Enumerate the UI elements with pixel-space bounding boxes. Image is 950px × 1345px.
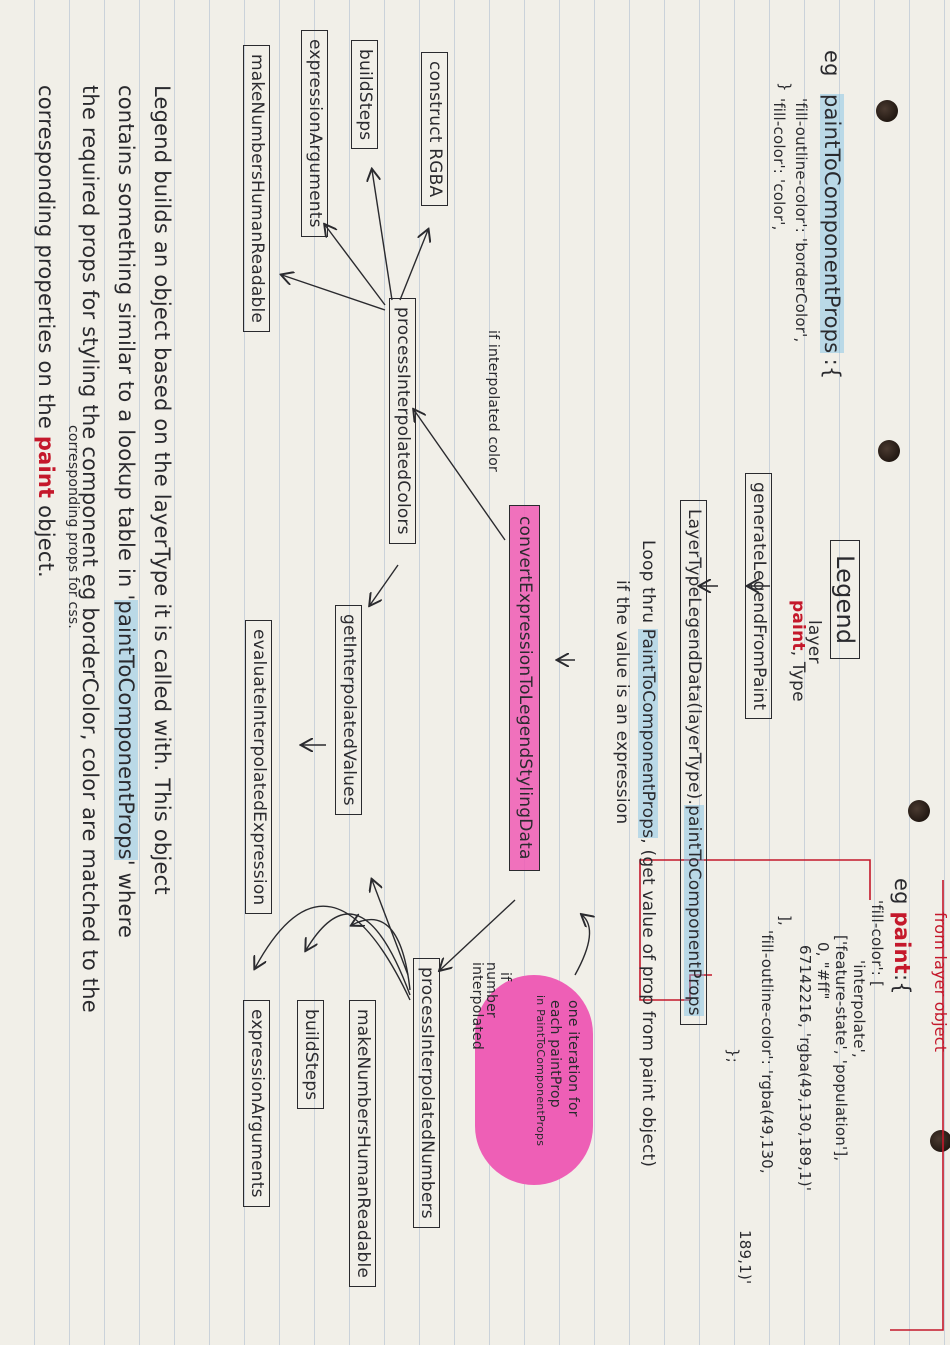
code-top-open: :{: [820, 358, 844, 380]
note-line-2: contains something similar to a lookup t…: [114, 85, 138, 939]
code-top-object-name: paintToComponentProps: [820, 93, 844, 354]
note-loop-thru: Loop thru PaintToComponentProps, (get va…: [638, 540, 658, 1168]
iteration-bubble: [475, 975, 593, 1185]
node-build-steps-numbers: buildSteps: [297, 1000, 324, 1110]
punch-hole-3: [908, 800, 930, 822]
node-process-interpolated-numbers: processInterpolatedNumbers: [413, 958, 440, 1228]
node-generate-legend: generateLegendFromPaint: [745, 473, 772, 720]
node-expression-arguments-colors: expressionArguments: [301, 30, 328, 237]
node-make-numbers-human-readable-colors: makeNumbersHumanReadable: [243, 45, 270, 333]
label-if-interpolated-color: if interpolated color: [485, 330, 501, 472]
code-top-eg: eg: [820, 50, 844, 77]
from-layer-line-7: 'fill-outline-color': 'rgba(49,130,: [758, 930, 776, 1174]
note-line-5: corresponding properties on the paint ob…: [34, 85, 58, 578]
code-top-close: }: [776, 82, 794, 92]
from-layer-heading: eg paint:{: [890, 878, 914, 995]
punch-hole-2: [878, 440, 900, 462]
from-layer-line-2: 'interpolate',: [850, 960, 868, 1058]
node-convert-expression: convertExpressionToLegendStylingData: [509, 505, 540, 871]
paint-keyword: paint: [788, 600, 808, 651]
from-layer-line-3: ['feature-state', 'population'],: [832, 935, 850, 1162]
node-construct-rgba: construct RGBA: [421, 52, 448, 207]
node-process-interpolated-colors: processInterpolatedColors: [389, 298, 416, 544]
iteration-note-2: each paintProp: [547, 1000, 563, 1108]
from-layer-line-8: 189,1)': [736, 1230, 754, 1285]
iteration-note-1: one iteration for: [565, 1000, 581, 1117]
from-layer-line-6: ],: [776, 915, 794, 927]
node-layertype-legend-data: LayerTypeLegendData(layerType).paintToCo…: [680, 500, 707, 1025]
paint-keyword-2: paint: [890, 911, 914, 974]
note-line-3-insert: corresponding props for css.: [65, 425, 81, 630]
label-if-number-3: interpolated: [469, 962, 485, 1050]
punch-hole-1: [876, 100, 898, 122]
note-line-3: the required props for styling the compo…: [78, 85, 102, 1013]
paint-keyword-3: paint: [34, 435, 58, 499]
punch-hole-4: [930, 1130, 950, 1152]
note-if-expression: if the value is an expression: [612, 580, 632, 825]
from-layer-label: from layer object: [931, 912, 950, 1053]
node-expression-arguments-numbers: expressionArguments: [243, 1000, 270, 1207]
from-layer-line-5: 67142216, 'rgba(49,130,189,1)': [796, 945, 814, 1192]
legend-box: Legend: [830, 540, 860, 660]
code-top-line-1: 'fill-outline-color': 'borderColor',: [792, 98, 810, 343]
from-layer-line-4: 0, "#ff": [814, 942, 832, 1000]
from-layer-line-9: };: [724, 1048, 742, 1063]
node-build-steps-colors: buildSteps: [351, 40, 378, 150]
from-layer-line-1: 'fill-color': [: [868, 900, 886, 988]
node-get-interpolated-values: getInterpolatedValues: [335, 605, 362, 815]
note-line-1: Legend builds an object based on the lay…: [150, 85, 174, 895]
legend-paint-type: paint, Type: [788, 600, 808, 702]
node-make-numbers-human-readable-numbers: makeNumbersHumanReadable: [349, 1000, 376, 1288]
label-if-number-2: number: [483, 962, 499, 1018]
label-if-number-1: if: [497, 972, 513, 982]
code-top-line-2: 'fill-color': 'color',: [770, 98, 788, 231]
code-top-block: eg paintToComponentProps :{: [820, 50, 844, 380]
node-evaluate-interpolated-expression: evaluateInterpolatedExpression: [245, 620, 272, 915]
iteration-note-3: in PaintToComponentProps: [534, 995, 547, 1147]
